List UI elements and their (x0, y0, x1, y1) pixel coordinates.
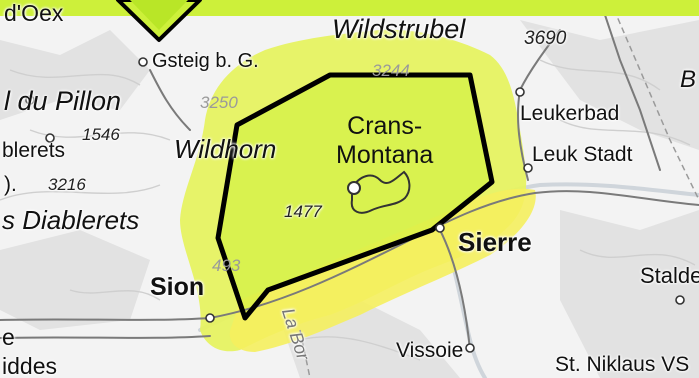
place-marker-stalden[interactable] (675, 295, 685, 305)
relief-ridges (0, 59, 696, 361)
region-outline[interactable] (215, 72, 495, 321)
roads (0, 0, 699, 351)
region-label: Crans- Montana (336, 112, 433, 170)
place-label-sion: Sion (150, 273, 205, 301)
terrain-label-b-partial: B (680, 66, 697, 93)
elevation-label-493: 493 (212, 256, 241, 275)
place-marker-leukerbad[interactable] (515, 87, 525, 97)
place-marker-sion[interactable] (205, 313, 215, 323)
terrain-label-o-partial: ). (4, 173, 17, 196)
terrain-label-wildstrubel: Wildstrubel (332, 14, 466, 44)
elevation-label-3216: 3216 (48, 175, 86, 194)
serpentine-road (350, 170, 411, 214)
place-label-gsteig: Gsteig b. G. (152, 50, 259, 72)
region-name-line1: Crans- (347, 112, 423, 140)
elevation-label-3250: 3250 (200, 93, 238, 112)
place-marker-gsteig[interactable] (138, 57, 148, 67)
elevation-label-wildstrubel: 3690 (524, 28, 567, 49)
place-marker-col-du-pillon[interactable] (25, 95, 35, 105)
terrain-label-wildhorn: Wildhorn (174, 134, 277, 164)
place-marker-sierre[interactable] (435, 223, 445, 233)
region-name-line2: Montana (336, 141, 434, 169)
place-marker-vissoie[interactable] (465, 343, 475, 353)
place-marker-leuk-stadt[interactable] (523, 163, 533, 173)
place-label-liddes: iddes (2, 353, 57, 378)
place-label-diablerets: blerets (2, 139, 66, 162)
place-label-st-niklaus: St. Niklaus VS (555, 353, 690, 376)
dashed-trails (299, 0, 699, 378)
terrain-label-col-du-pillon: l du Pillon (4, 86, 122, 116)
summit-icon[interactable] (347, 181, 361, 195)
place-label-le-partial: e (2, 324, 15, 350)
place-label-leuk-stadt: Leuk Stadt (532, 143, 633, 166)
place-marker-diablerets[interactable] (45, 133, 55, 143)
terrain-label-diablerets: s Diablerets (2, 205, 140, 235)
elevation-label-1546: 1546 (82, 125, 120, 144)
place-markers (25, 57, 685, 353)
place-label-sierre: Sierre (458, 227, 532, 257)
place-label-leukerbad: Leukerbad (520, 102, 620, 125)
place-label-chateau-doex: d'Oex (4, 0, 64, 26)
map-pin-icon[interactable] (116, 0, 202, 42)
place-label-stalden: Stalde (640, 263, 699, 288)
elevation-label-1477: 1477 (284, 202, 322, 221)
elevation-label-3244: 3244 (372, 61, 410, 80)
place-label-vissoie: Vissoie (396, 339, 464, 362)
